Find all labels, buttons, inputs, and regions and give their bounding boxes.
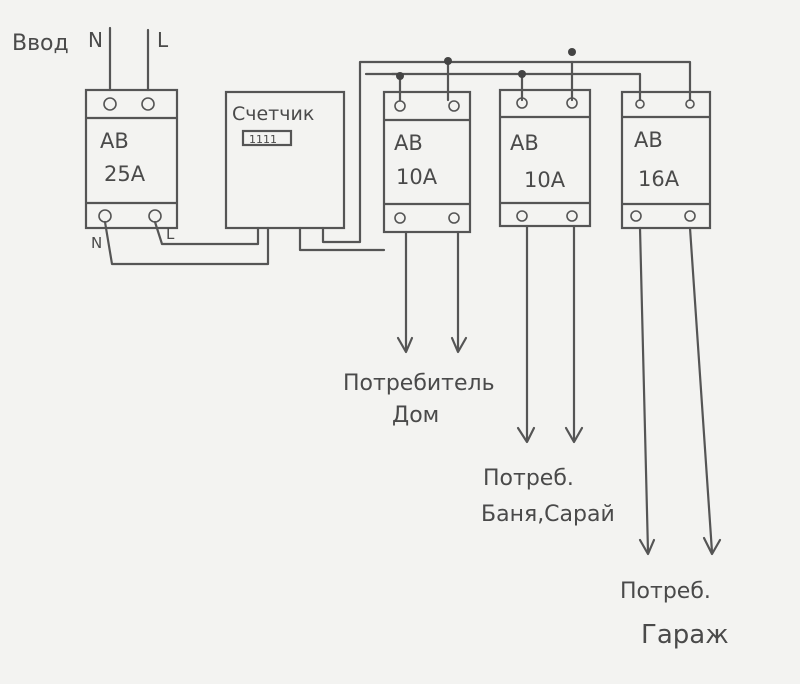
output-l-label: L bbox=[166, 225, 175, 243]
breaker-house-terminal-2 bbox=[448, 100, 460, 112]
breaker-bath-shed: АВ 10А bbox=[498, 88, 592, 228]
breaker-garage-terminal-2 bbox=[685, 99, 695, 109]
breaker-bath-shed-terminal-4 bbox=[566, 210, 578, 222]
main-breaker-type: АВ bbox=[100, 129, 129, 153]
breaker-bath-shed-terminal-2 bbox=[566, 97, 578, 109]
consumer-house-line1: Потребитель bbox=[343, 371, 495, 396]
wire-meter-out-l bbox=[321, 60, 692, 244]
busbar-2 bbox=[390, 72, 642, 102]
arrow-garage-2 bbox=[702, 536, 722, 556]
breaker-garage-terminal-3 bbox=[630, 210, 642, 222]
breaker-garage-rating: 16А bbox=[638, 167, 680, 191]
breaker-house: АВ 10А bbox=[382, 90, 472, 234]
arrow-garage-1 bbox=[638, 538, 656, 556]
breaker-house-terminal-1 bbox=[394, 100, 406, 112]
breaker-garage: АВ 16А bbox=[620, 90, 712, 230]
junction-2 bbox=[444, 57, 452, 65]
main-breaker-rating: 25А bbox=[104, 162, 146, 186]
input-l-label: L bbox=[157, 28, 169, 52]
meter-display: 1111 bbox=[249, 133, 277, 146]
breaker-garage-terminal-1 bbox=[635, 99, 645, 109]
junction-1 bbox=[396, 72, 404, 80]
arrow-house-1 bbox=[396, 336, 414, 354]
input-label: Ввод bbox=[12, 31, 69, 56]
breaker-garage-type: АВ bbox=[634, 128, 663, 152]
main-breaker-bottom-terminal-n bbox=[98, 209, 112, 223]
consumer-bath-shed-line1: Потреб. bbox=[483, 466, 574, 491]
electricity-meter: Счетчик 1111 bbox=[224, 90, 346, 230]
main-breaker-top-terminal-n bbox=[103, 97, 117, 111]
wire-breaker-to-meter-n bbox=[103, 220, 270, 266]
main-breaker: АВ 25А bbox=[84, 88, 179, 230]
main-breaker-top-terminal-l bbox=[141, 97, 155, 111]
consumer-bath-shed-line2: Баня,Сарай bbox=[481, 502, 615, 527]
breaker-house-type: АВ bbox=[394, 131, 423, 155]
wire-garage-out-1 bbox=[638, 226, 650, 554]
output-n-label: N bbox=[91, 234, 102, 252]
breaker-bath-shed-terminal-1 bbox=[516, 97, 528, 109]
consumer-garage-line2: Гараж bbox=[641, 620, 729, 650]
arrow-bath-shed-1 bbox=[516, 426, 536, 444]
meter-label: Счетчик bbox=[232, 103, 314, 125]
wire-breaker-to-meter-l bbox=[153, 220, 260, 246]
consumer-garage-line1: Потреб. bbox=[620, 579, 711, 604]
main-breaker-bottom-terminal-l bbox=[148, 209, 162, 223]
breaker-house-terminal-4 bbox=[448, 212, 460, 224]
breaker-garage-terminal-4 bbox=[684, 210, 696, 222]
breaker-bath-shed-terminal-3 bbox=[516, 210, 528, 222]
input-n-label: N bbox=[88, 28, 103, 52]
arrow-bath-shed-2 bbox=[564, 426, 584, 444]
junction-4 bbox=[568, 48, 576, 56]
breaker-house-terminal-3 bbox=[394, 212, 406, 224]
breaker-bath-shed-rating: 10А bbox=[524, 168, 566, 192]
breaker-bath-shed-type: АВ bbox=[510, 131, 539, 155]
wire-meter-out-n bbox=[298, 226, 386, 252]
breaker-house-rating: 10А bbox=[396, 165, 438, 189]
arrow-house-2 bbox=[450, 336, 468, 354]
consumer-house-line2: Дом bbox=[392, 403, 439, 428]
wire-garage-out-2 bbox=[688, 226, 714, 554]
junction-3 bbox=[518, 70, 526, 78]
